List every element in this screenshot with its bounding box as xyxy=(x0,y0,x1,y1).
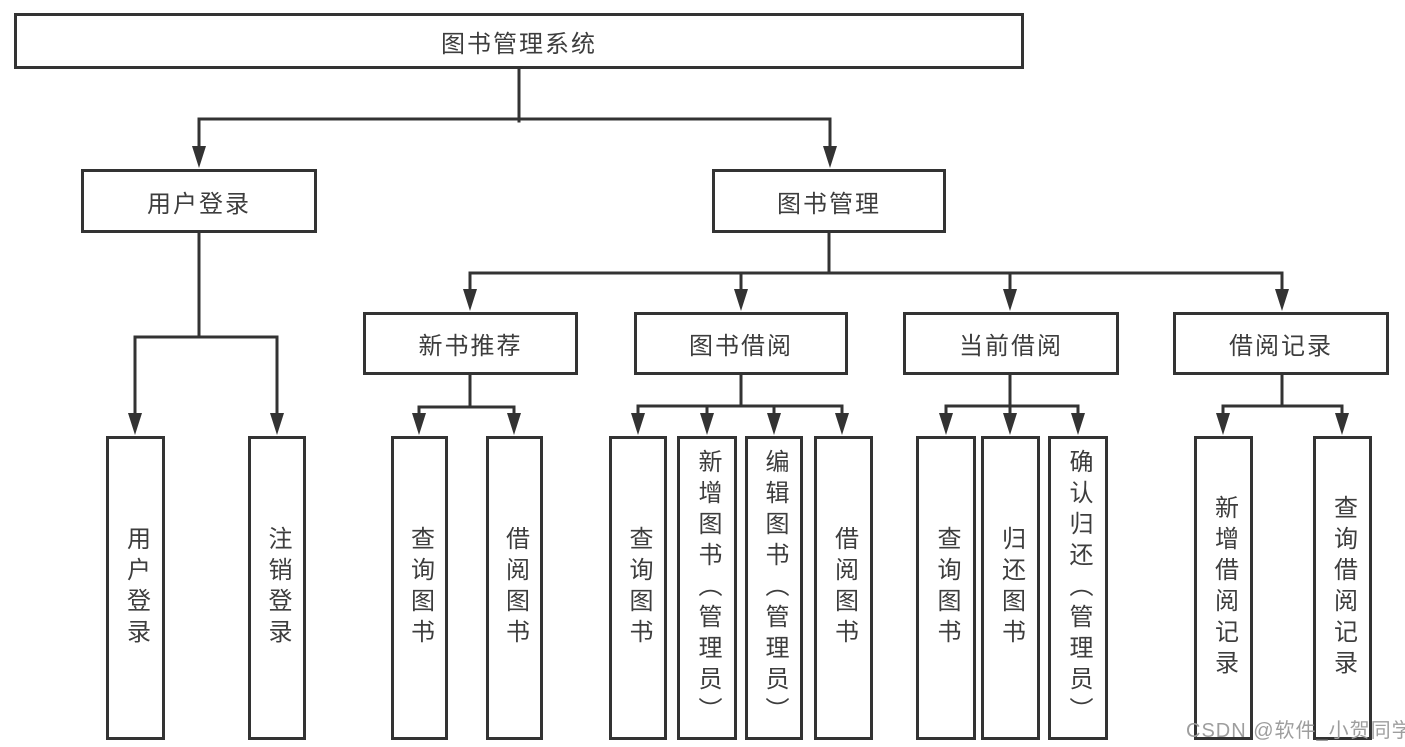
leaf-return-book: 归还图书 xyxy=(981,436,1040,740)
leaf-confirm-return-admin: 确认归还（管理员） xyxy=(1048,436,1108,740)
leaf-query-book-current: 查询图书 xyxy=(916,436,976,740)
leaf-query-book-recommend: 查询图书 xyxy=(391,436,448,740)
node-borrow-records: 借阅记录 xyxy=(1173,312,1389,375)
node-current-borrow: 当前借阅 xyxy=(903,312,1119,375)
leaf-add-book-admin: 新增图书（管理员） xyxy=(677,436,737,740)
leaf-query-borrow-record: 查询借阅记录 xyxy=(1313,436,1372,740)
arrowhead-icons xyxy=(128,146,1349,435)
leaf-query-book-borrow: 查询图书 xyxy=(609,436,667,740)
node-root-system: 图书管理系统 xyxy=(14,13,1024,69)
leaf-edit-book-admin: 编辑图书（管理员） xyxy=(745,436,803,740)
leaf-borrow-book-recommend: 借阅图书 xyxy=(486,436,543,740)
leaf-logout: 注销登录 xyxy=(248,436,306,740)
csdn-watermark: CSDN @软件_小贺同学 xyxy=(1186,720,1405,742)
node-book-borrow: 图书借阅 xyxy=(634,312,848,375)
node-new-book-recommend: 新书推荐 xyxy=(363,312,578,375)
node-book-management: 图书管理 xyxy=(712,169,946,233)
tree-edges xyxy=(133,67,1344,421)
node-user-login: 用户登录 xyxy=(81,169,317,233)
leaf-add-borrow-record: 新增借阅记录 xyxy=(1194,436,1253,740)
leaf-user-login: 用户登录 xyxy=(106,436,165,740)
leaf-borrow-book: 借阅图书 xyxy=(814,436,873,740)
